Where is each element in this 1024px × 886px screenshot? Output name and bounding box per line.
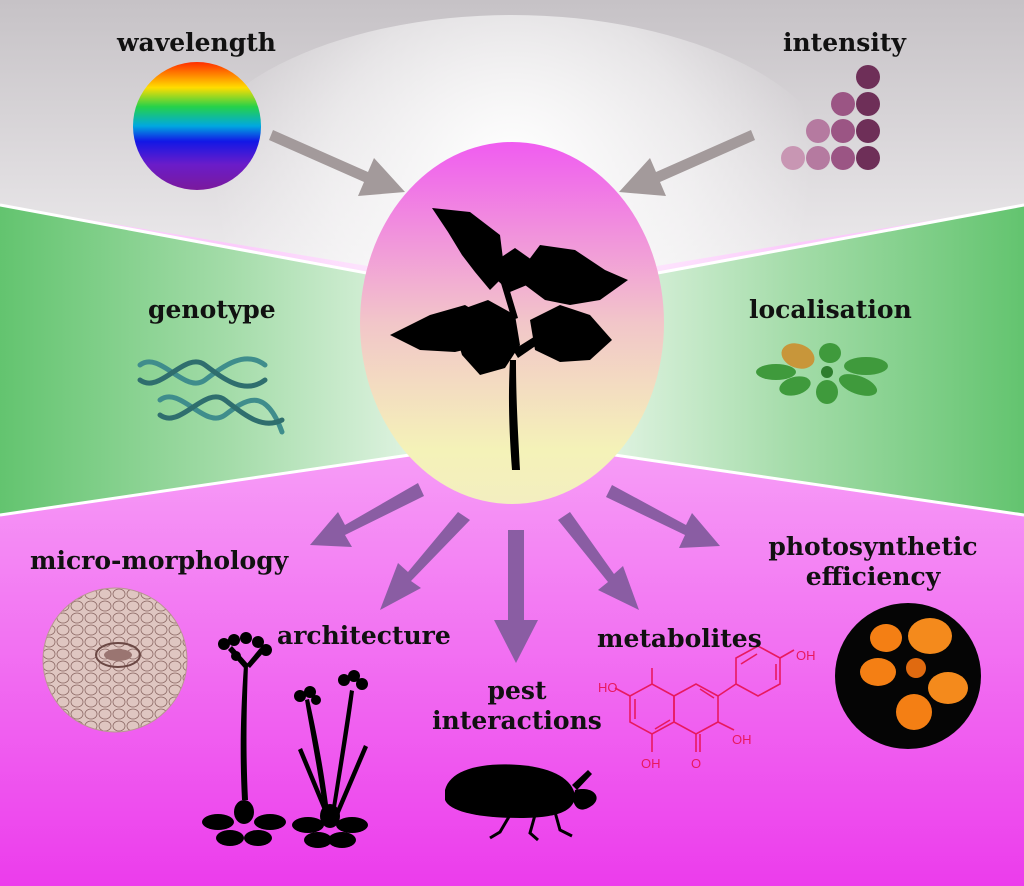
- photosynthetic-efficiency-label: photosynthetic efficiency: [768, 532, 978, 592]
- rosette-plant-icon: [756, 343, 888, 404]
- ho-left-label: HO: [598, 680, 618, 695]
- dna-helix-icon: [137, 356, 285, 435]
- metabolites-label: metabolites: [597, 624, 762, 653]
- leaf-cells-icon: [42, 587, 188, 733]
- micro-morphology-arrow: [310, 483, 424, 547]
- flowering-plant-icon: [202, 632, 368, 848]
- intensity-arrow: [619, 130, 755, 196]
- oh-right-label: OH: [732, 732, 752, 747]
- output-arrows: [310, 483, 720, 663]
- pest-interactions-label: pest interactions: [432, 676, 602, 736]
- photo-line2: efficiency: [805, 562, 941, 591]
- oh-bottom-label: OH: [641, 756, 661, 771]
- wavelength-arrow: [269, 130, 405, 196]
- flavonoid-structure-icon: [614, 645, 795, 752]
- intensity-label: intensity: [783, 28, 906, 57]
- insect-icon: [445, 764, 597, 842]
- wavelength-label: wavelength: [117, 28, 276, 57]
- pest-line2: interactions: [432, 706, 602, 735]
- pest-arrow: [494, 530, 538, 663]
- rainbow-sphere-icon: [133, 62, 261, 190]
- photo-line1: photosynthetic: [768, 532, 978, 561]
- molecule-labels: OH HO OH OH O: [598, 648, 816, 771]
- micro-morphology-label: micro-morphology: [30, 546, 289, 575]
- plant-silhouette-icon: [390, 208, 628, 470]
- pest-line1: pest: [487, 676, 547, 705]
- metabolites-arrow: [558, 512, 639, 610]
- photosynthetic-arrow: [606, 485, 720, 548]
- input-arrows: [269, 130, 755, 196]
- genotype-label: genotype: [148, 295, 276, 324]
- architecture-label: architecture: [277, 621, 451, 650]
- localisation-label: localisation: [749, 295, 912, 324]
- o-bottom-label: O: [691, 756, 701, 771]
- oh-top-label: OH: [796, 648, 816, 663]
- fluorescence-plant-icon: [835, 603, 981, 749]
- architecture-arrow: [380, 512, 470, 610]
- intensity-dots-icon: [781, 65, 880, 170]
